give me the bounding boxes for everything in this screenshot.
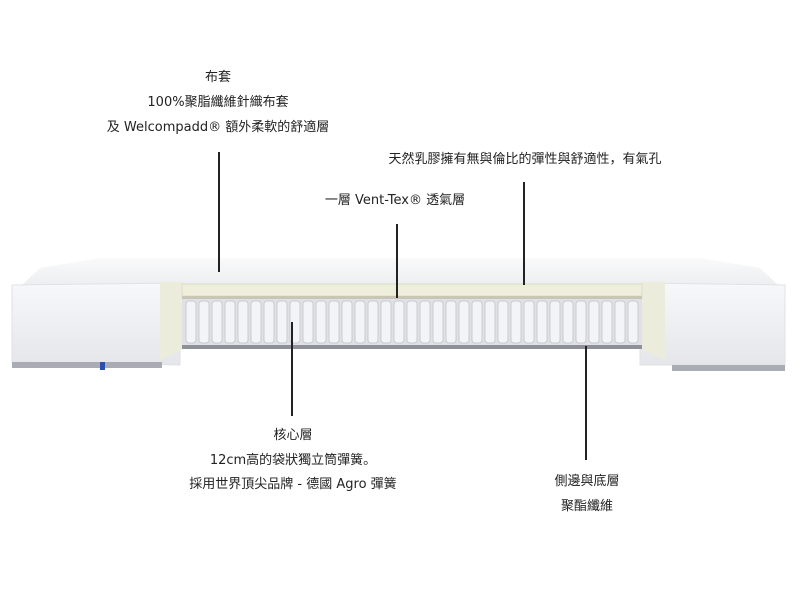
pocket-spring xyxy=(614,300,626,344)
pocket-spring xyxy=(250,300,262,344)
pocket-spring xyxy=(302,300,314,344)
cover-line2: 及 Welcompadd® 額外柔軟的舒適層 xyxy=(106,120,330,135)
core-line1: 12cm高的袋狀獨立筒彈簧。 xyxy=(209,453,377,468)
pocket-spring xyxy=(367,300,379,344)
inner-side-wall-left xyxy=(160,282,185,360)
pocket-spring xyxy=(289,300,301,344)
pocket-spring xyxy=(445,300,457,344)
pocket-spring xyxy=(575,300,587,344)
inner-side-wall-right xyxy=(640,282,665,360)
pocket-spring xyxy=(341,300,353,344)
pocket-spring xyxy=(211,300,223,344)
core-title: 核心層 xyxy=(273,428,313,443)
latex-label: 天然乳膠擁有無與倫比的彈性與舒適性，有氣孔 xyxy=(388,152,662,167)
base-layer xyxy=(182,345,642,349)
cover-line1: 100%聚脂纖維針織布套 xyxy=(147,95,289,110)
sides-line1: 聚酯纖維 xyxy=(560,499,614,514)
core-pointer-line xyxy=(291,322,293,416)
right-base-trim xyxy=(672,365,785,371)
pocket-spring xyxy=(536,300,548,344)
pocket-spring xyxy=(263,300,275,344)
pocket-spring xyxy=(601,300,613,344)
pocket-spring xyxy=(510,300,522,344)
cover-pointer-line xyxy=(218,152,220,272)
left-base-trim xyxy=(12,362,162,368)
pocket-spring xyxy=(224,300,236,344)
cover-title: 布套 xyxy=(204,70,232,85)
pocket-spring xyxy=(549,300,561,344)
latex-pointer-line xyxy=(523,182,525,285)
vent-tex-layer xyxy=(182,296,642,299)
pocket-spring xyxy=(198,300,210,344)
pocket-spring xyxy=(497,300,509,344)
pocket-spring xyxy=(458,300,470,344)
brand-tag xyxy=(100,362,105,370)
pocket-spring xyxy=(419,300,431,344)
pocket-spring xyxy=(562,300,574,344)
pocket-spring xyxy=(328,300,340,344)
core-line2: 採用世界頂尖品牌 - 德國 Agro 彈簧 xyxy=(189,477,397,492)
pocket-spring xyxy=(523,300,535,344)
pocket-spring xyxy=(237,300,249,344)
venttex-label: 一層 Vent-Tex® 透氣層 xyxy=(324,193,466,208)
pocket-spring xyxy=(471,300,483,344)
pocket-spring xyxy=(354,300,366,344)
pocket-spring xyxy=(432,300,444,344)
mattress-top-surface xyxy=(22,258,778,285)
pocket-spring xyxy=(315,300,327,344)
pocket-spring xyxy=(393,300,405,344)
mattress-left-side xyxy=(11,282,181,366)
pocket-spring xyxy=(627,300,639,344)
sides-pointer-line xyxy=(585,346,587,460)
pocket-spring xyxy=(276,300,288,344)
pocket-spring xyxy=(484,300,496,344)
venttex-pointer-line xyxy=(396,224,398,298)
pocket-spring xyxy=(185,300,197,344)
pocket-spring xyxy=(588,300,600,344)
latex-layer xyxy=(181,283,643,297)
pocket-spring xyxy=(406,300,418,344)
sides-title: 側邊與底層 xyxy=(554,474,620,489)
pocket-spring xyxy=(380,300,392,344)
